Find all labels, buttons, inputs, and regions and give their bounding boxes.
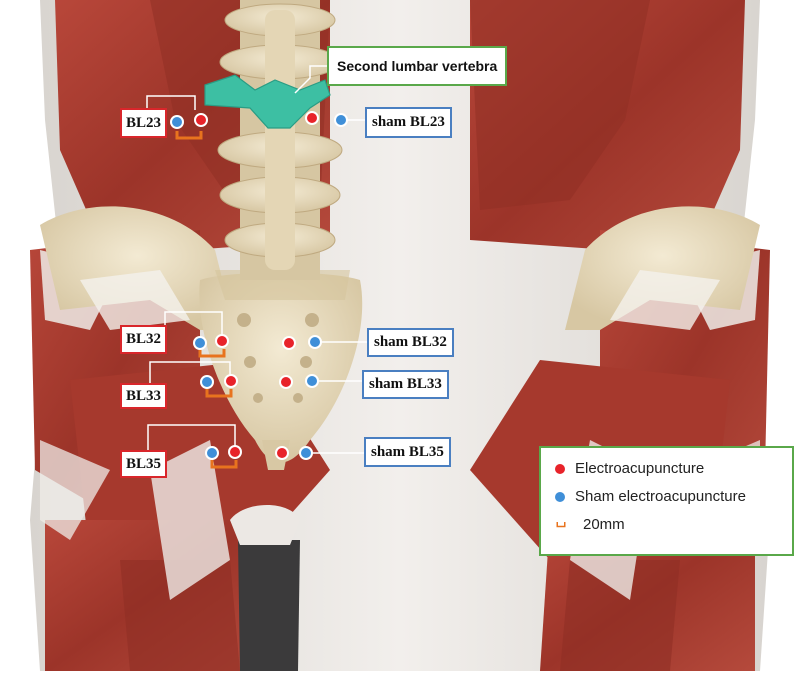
bl33-label: BL33 (120, 383, 168, 409)
legend-electro-label: Electroacupuncture (575, 460, 705, 477)
bl23-electro-dot (194, 113, 208, 127)
bl23-right-electro-dot (305, 111, 319, 125)
sham-bl23-dot (334, 113, 348, 127)
bl23-label: BL23 (120, 108, 168, 138)
legend-electro-row: Electroacupuncture (555, 460, 704, 477)
bl32-electro-dot (215, 334, 229, 348)
sham-bl32-label: sham BL32 (367, 328, 454, 357)
label-connector-lines (146, 65, 367, 454)
blue-dot-icon (555, 491, 565, 502)
bl32-connector (164, 311, 223, 338)
vertebra-label: Second lumbar vertebra (327, 46, 508, 86)
legend-scale-label: 20mm (583, 516, 625, 533)
bl32-sham-dot (193, 336, 207, 350)
bl35-electro-dot (228, 445, 242, 459)
lumbar-spine (204, 0, 343, 280)
sham-bl33-label: sham BL33 (362, 370, 449, 399)
second-lumbar-vertebra-highlight (204, 74, 331, 129)
scale-bracket-icon (556, 521, 566, 527)
bl33-sham-dot (200, 375, 214, 389)
bl35-connector (147, 424, 236, 452)
red-dot-icon (555, 463, 565, 474)
sham-bl35-dot (299, 446, 313, 460)
bl23-connector (146, 95, 196, 110)
bl32-label: BL32 (120, 325, 168, 354)
bl35-sham-dot (205, 446, 219, 460)
vertebra-label-connector (294, 65, 327, 94)
bl32-scale-bracket (198, 349, 226, 358)
sham-bl35-label: sham BL35 (364, 437, 451, 467)
bl33-connector (149, 361, 231, 385)
legend-scale-row: 20mm (555, 516, 625, 533)
bl35-right-electro-dot (275, 446, 289, 460)
acupoint-dots (170, 111, 348, 460)
legend: Electroacupuncture Sham electroacupunctu… (539, 446, 794, 556)
bl23-sham-dot (170, 115, 184, 129)
sham-bl32-dot (308, 335, 322, 349)
bl33-scale-bracket (205, 389, 233, 398)
bl33-electro-dot (224, 374, 238, 388)
lower-midline (230, 505, 300, 671)
pelvis-bone (40, 206, 760, 330)
scale-brackets (175, 131, 238, 469)
bl23-scale-bracket (175, 131, 203, 140)
sham-bl33-dot (305, 374, 319, 388)
sham-bl23-label: sham BL23 (365, 107, 452, 138)
bl32-right-electro-dot (282, 336, 296, 350)
bl35-label: BL35 (120, 450, 168, 478)
bl33-right-electro-dot (279, 375, 293, 389)
legend-sham-label: Sham electroacupuncture (575, 488, 746, 505)
bl35-scale-bracket (210, 460, 238, 469)
legend-sham-row: Sham electroacupuncture (555, 488, 746, 505)
